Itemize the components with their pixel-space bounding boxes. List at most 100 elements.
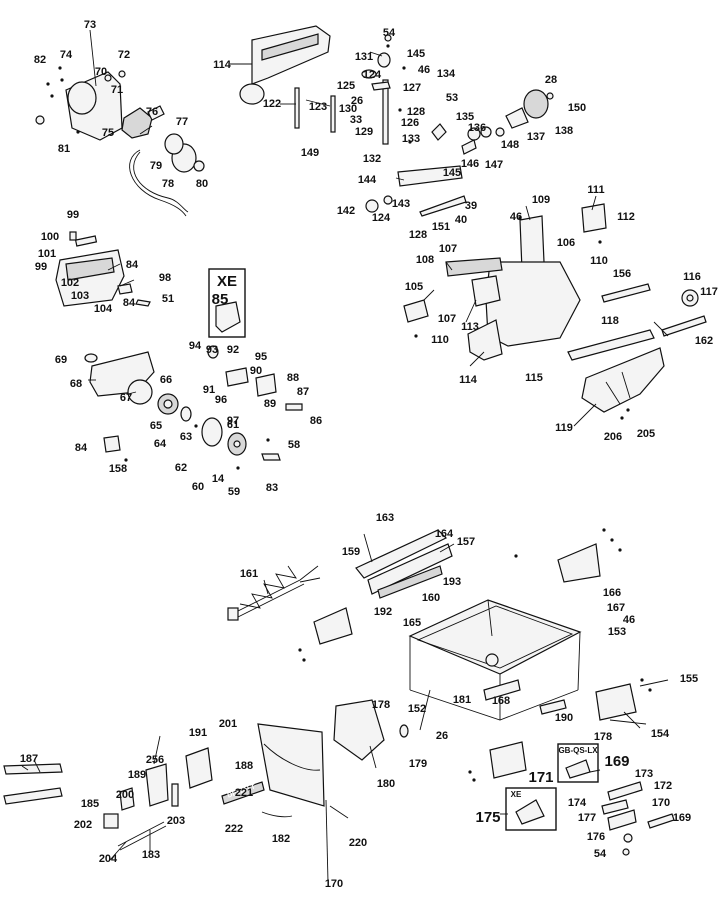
callout: 94 — [189, 340, 202, 352]
callout: 46 — [418, 64, 430, 76]
blade-guard-group: DEWALT — [3, 699, 409, 851]
callout: 107 — [438, 313, 456, 325]
callout: 146 — [461, 158, 479, 170]
callout: 96 — [215, 394, 227, 406]
callout: 89 — [264, 398, 276, 410]
callout: 180 — [377, 778, 395, 790]
callout: 137 — [527, 131, 545, 143]
callout: 61 — [227, 419, 239, 431]
callout: 158 — [109, 463, 127, 475]
callout: 161 — [240, 568, 258, 580]
callout: 14 — [212, 473, 225, 485]
callout: 39 — [465, 200, 477, 212]
callout: 79 — [150, 160, 162, 172]
callout: 115 — [525, 372, 543, 384]
callout: 148 — [501, 139, 519, 151]
callout: 177 — [578, 812, 596, 824]
callout: 126 — [401, 117, 419, 129]
callout: 149 — [301, 147, 319, 159]
callout: 116 — [683, 271, 701, 283]
callout: 175 — [475, 809, 500, 826]
callout: 191 — [189, 727, 207, 739]
callout: 159 — [342, 546, 360, 558]
callout: 107 — [439, 243, 457, 255]
callout: 125 — [337, 80, 355, 92]
trunnion-group — [365, 89, 554, 217]
xe-bottom-box-label: XE — [511, 790, 522, 799]
callout: 101 — [38, 248, 56, 260]
fence-group — [355, 529, 453, 599]
xe-variant-box: XE — [208, 268, 246, 338]
callout: 178 — [372, 699, 390, 711]
callout: 144 — [358, 174, 377, 186]
callout: 84 — [123, 297, 136, 309]
xe-box-label: XE — [217, 273, 237, 290]
callout: 122 — [263, 98, 281, 110]
callout: 91 — [203, 384, 215, 396]
callout: 164 — [435, 528, 454, 540]
callout: 58 — [288, 439, 300, 451]
callout: 142 — [337, 205, 355, 217]
callout: 136 — [468, 122, 486, 134]
callout: 85 — [212, 291, 229, 308]
callout: 40 — [455, 214, 467, 226]
callout: 129 — [355, 126, 373, 138]
callout: 72 — [118, 49, 130, 61]
callout: 100 — [41, 231, 59, 243]
switch-housing-group — [55, 231, 151, 307]
gear-housing-group — [84, 351, 281, 461]
callout: 138 — [555, 125, 573, 137]
callout: 174 — [568, 797, 587, 809]
callout: 77 — [176, 116, 188, 128]
callout: 163 — [376, 512, 394, 524]
callout: 99 — [35, 261, 47, 273]
callout: 170 — [652, 797, 670, 809]
callout: 189 — [128, 769, 146, 781]
callout: 172 — [654, 780, 672, 792]
callout: 46 — [623, 614, 635, 626]
callout: 182 — [272, 833, 290, 845]
callout: 54 — [594, 848, 607, 860]
callout: 170 — [325, 878, 343, 890]
callout: 147 — [485, 159, 503, 171]
callout: 192 — [374, 606, 392, 618]
callout: 75 — [102, 127, 114, 139]
callout: 97 — [227, 415, 239, 427]
callout: 167 — [607, 602, 625, 614]
callout: 204 — [99, 853, 118, 865]
callout: 132 — [363, 153, 381, 165]
callout: 54 — [383, 27, 396, 39]
callout: 183 — [142, 849, 160, 861]
callout: 90 — [250, 365, 262, 377]
callout: 154 — [651, 728, 670, 740]
callout: 73 — [84, 19, 96, 31]
callout: 201 — [219, 718, 237, 730]
callout: 86 — [310, 415, 322, 427]
callout: 119 — [555, 422, 573, 434]
callout: 102 — [61, 277, 79, 289]
callout: 176 — [587, 831, 605, 843]
callout-labels: 73 82 74 72 70 71 76 75 81 77 79 78 80 5… — [20, 19, 718, 890]
callout: 145 — [407, 48, 425, 60]
callout: 135 — [456, 111, 474, 123]
callout: 114 — [459, 374, 478, 386]
callout: 66 — [160, 374, 172, 386]
callout: 220 — [349, 837, 367, 849]
callout: 181 — [453, 694, 471, 706]
callout: 76 — [146, 106, 158, 118]
callout: 78 — [162, 178, 174, 190]
callout: 128 — [409, 229, 427, 241]
power-cord-group — [227, 565, 321, 621]
callout: 200 — [116, 789, 134, 801]
callout: 256 — [146, 754, 164, 766]
callout: 64 — [154, 438, 167, 450]
callout: 127 — [403, 82, 421, 94]
callout: 179 — [409, 758, 427, 770]
callout: 145 — [443, 167, 461, 179]
callout: 168 — [492, 695, 510, 707]
callout: 104 — [94, 303, 113, 315]
callout: 113 — [461, 321, 479, 333]
callout: 185 — [81, 798, 99, 810]
switch-parts-group — [207, 345, 303, 411]
